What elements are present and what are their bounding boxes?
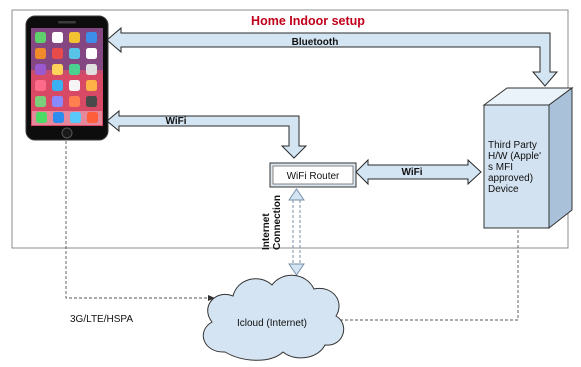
device-cloud-link-line [325, 230, 519, 321]
icloud-label: Icloud (Internet) [237, 318, 307, 329]
bluetooth-link-arrow [106, 26, 559, 87]
cellular-link-line [65, 141, 208, 299]
router-device-wifi-arrow [355, 158, 482, 186]
wifi-router-inner [272, 165, 354, 185]
device-label-line1: Third Party [488, 140, 537, 151]
device-front-face [483, 104, 550, 229]
cellular-label: 3G/LTE/HSPA [70, 314, 133, 325]
phone-router-wifi-arrow [106, 109, 308, 159]
device-label-line3: s MFI [488, 162, 513, 173]
device-label-line2: H/W (Apple' [488, 151, 541, 162]
internet-connection-label: Internet Connection [261, 195, 283, 250]
smartphone-icon [25, 15, 109, 141]
internet-label-line1: Internet [261, 213, 272, 250]
wifi-router-label: WiFi Router [287, 171, 340, 182]
device-side-face [548, 87, 573, 230]
bluetooth-label: Bluetooth [292, 37, 339, 48]
internet-arrowhead-up [288, 188, 305, 201]
icloud-cloud [202, 274, 345, 361]
cellular-arrowhead [208, 295, 215, 301]
phone-wifi-label: WiFi [165, 116, 186, 127]
internet-arrowhead-down [288, 263, 305, 276]
device-label-line4: approved) [488, 173, 533, 184]
device-label-line5: Device [488, 184, 519, 195]
internet-label-line2: Connection [272, 195, 283, 250]
diagram-title: Home Indoor setup [251, 14, 365, 28]
device-wifi-label: WiFi [401, 167, 422, 178]
